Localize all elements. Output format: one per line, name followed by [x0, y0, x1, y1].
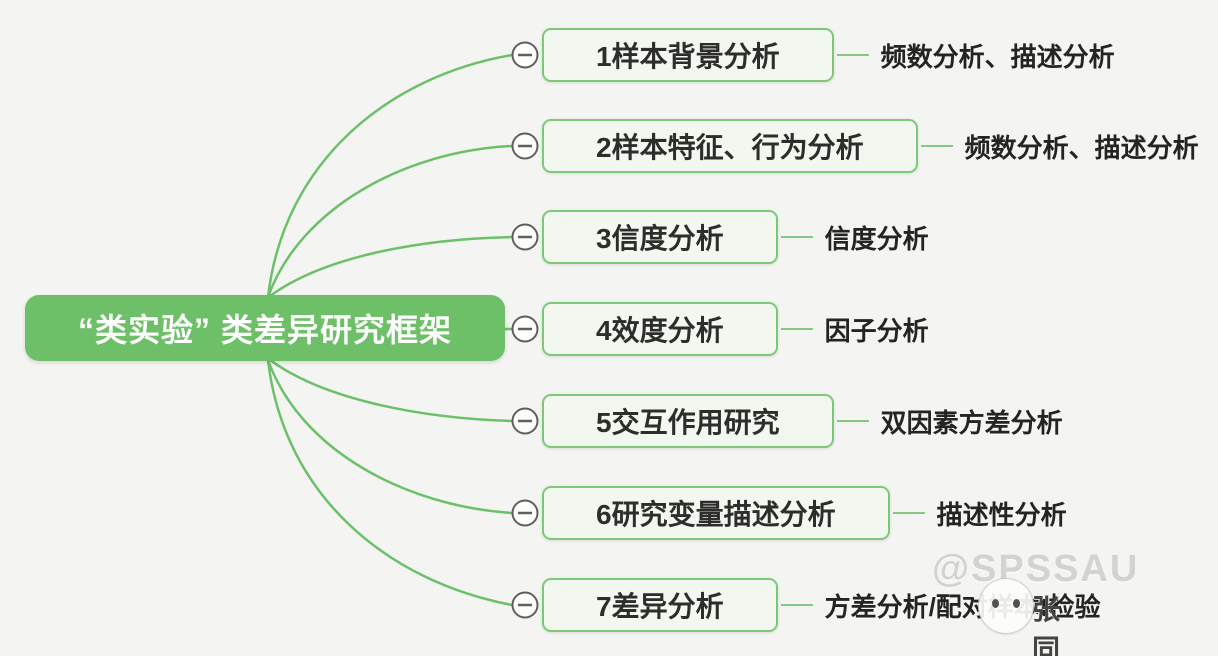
branch-curve — [266, 53, 513, 298]
collapse-icon[interactable] — [511, 223, 539, 251]
topic-box-3[interactable]: 3信度分析 — [542, 210, 778, 264]
topic-label: 1样本背景分析 — [596, 41, 780, 72]
topic-box-7[interactable]: 7差异分析 — [542, 578, 778, 632]
collapse-icon[interactable] — [511, 132, 539, 160]
collapse-icon[interactable] — [511, 591, 539, 619]
branch-row: 7差异分析 方差分析/配对样本t检验 — [542, 578, 1100, 632]
sub-label[interactable]: 双因素方差分析 — [880, 407, 1063, 438]
topic-box-4[interactable]: 4效度分析 — [542, 302, 778, 356]
topic-box-1[interactable]: 1样本背景分析 — [542, 28, 834, 82]
branch-curve — [266, 359, 513, 607]
collapse-icon[interactable] — [511, 315, 539, 343]
central-topic[interactable]: “类实验” 类差异研究框架 — [25, 295, 505, 361]
sub-label[interactable]: 因子分析 — [824, 315, 929, 346]
branch-row: 3信度分析 信度分析 — [542, 210, 929, 264]
collapse-icon[interactable] — [511, 41, 539, 69]
topic-label: 2样本特征、行为分析 — [596, 132, 864, 163]
sub-connector — [780, 328, 813, 330]
watermark-logo-icon — [978, 578, 1034, 634]
branch-row: 4效度分析 因子分析 — [542, 302, 929, 356]
sub-connector — [780, 604, 813, 606]
sub-connector — [920, 145, 953, 147]
sub-label[interactable]: 方差分析/配对样本t检验 — [824, 591, 1101, 622]
collapse-icon[interactable] — [511, 407, 539, 435]
branch-row: 5交互作用研究 双因素方差分析 — [542, 394, 1063, 448]
sub-connector — [780, 236, 813, 238]
branch-curve — [269, 358, 513, 423]
branch-curve — [266, 144, 513, 298]
topic-label: 3信度分析 — [596, 223, 724, 254]
topic-box-6[interactable]: 6研究变量描述分析 — [542, 486, 890, 540]
branch-curve — [269, 235, 513, 298]
sub-connector — [836, 420, 869, 422]
topic-label: 5交互作用研究 — [596, 407, 780, 438]
branch-row: 6研究变量描述分析 描述性分析 — [542, 486, 1067, 540]
sub-connector — [836, 54, 869, 56]
sub-label[interactable]: 频数分析、描述分析 — [964, 132, 1199, 163]
branch-row: 2样本特征、行为分析 频数分析、描述分析 — [542, 119, 1199, 173]
topic-box-5[interactable]: 5交互作用研究 — [542, 394, 834, 448]
topic-box-2[interactable]: 2样本特征、行为分析 — [542, 119, 918, 173]
branch-curve — [266, 359, 513, 515]
central-topic-label: “类实验” 类差异研究框架 — [78, 312, 452, 348]
watermark-handle: @SPSSAU — [932, 548, 1140, 590]
collapse-icon[interactable] — [511, 499, 539, 527]
sub-connector — [892, 512, 925, 514]
topic-label: 7差异分析 — [596, 591, 724, 622]
sub-label[interactable]: 描述性分析 — [936, 499, 1067, 530]
topic-label: 6研究变量描述分析 — [596, 499, 836, 530]
topic-label: 4效度分析 — [596, 315, 724, 346]
sub-label[interactable]: 频数分析、描述分析 — [880, 41, 1115, 72]
branch-row: 1样本背景分析 频数分析、描述分析 — [542, 28, 1115, 82]
watermark-name: 张同学课堂 — [1032, 594, 1063, 656]
sub-label[interactable]: 信度分析 — [824, 223, 929, 254]
